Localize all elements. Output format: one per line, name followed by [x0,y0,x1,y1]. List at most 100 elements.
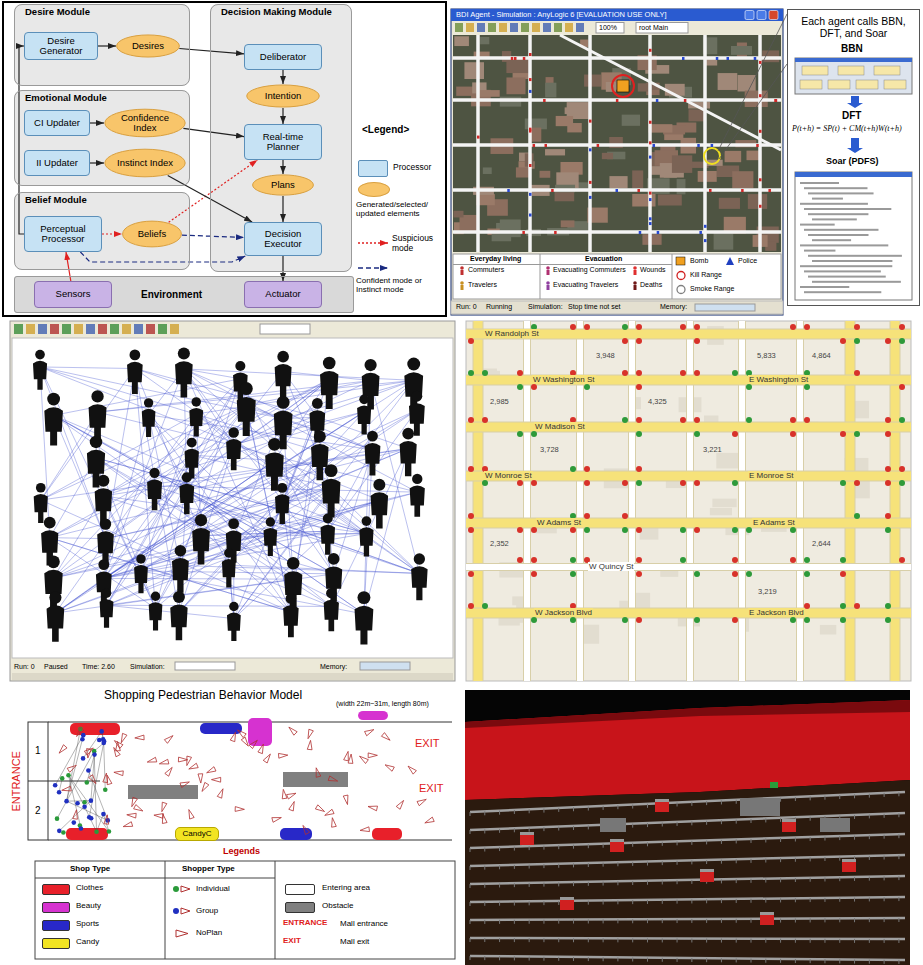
sensor-dot [790,617,796,623]
shelf-post [573,826,574,830]
memory-bar [360,662,410,670]
node-text: Plans [271,180,295,190]
code-line [808,276,886,278]
person-head [195,514,207,526]
link [179,380,414,612]
link [234,380,414,618]
leader-line [718,14,787,151]
street [466,608,911,619]
shelf-post [632,938,633,942]
sensor-dot [885,338,891,344]
window-button [757,11,766,20]
building [556,116,573,126]
shelf-post [647,862,648,866]
building [609,176,627,188]
person-body [192,528,210,565]
building [672,155,692,173]
canvas [12,338,453,658]
sensor-dot [790,431,796,437]
shelf [470,834,905,848]
road [453,98,781,102]
shelf-post [588,807,589,811]
shopper-triangle [162,802,167,811]
shelf-post [810,817,811,821]
sensor-dot [531,571,537,577]
element-ellipse: Beliefs [122,220,182,248]
shelf-post [603,957,604,961]
legend-text: Obstacle [322,901,354,910]
shelf-post [603,863,604,867]
agent-mark [709,189,712,192]
text-label: 3,219 [758,588,777,597]
agent-mark [711,144,714,147]
shopper-triangle [328,776,337,781]
shelf-post [721,820,722,824]
legend-swatch [42,902,70,913]
shelf-post [884,814,885,818]
shelf-post [780,898,781,902]
shelf-post [499,938,500,942]
shelf-post [529,828,530,832]
shopper-dot [71,820,76,825]
shelf-post [780,818,781,822]
legend-icon [176,930,188,937]
shelf-post [603,844,604,848]
toolbar-icon [499,23,507,32]
shelf-post [588,919,589,923]
legend-icon [546,266,550,270]
shelf-post [484,866,485,870]
map-ground [466,321,911,681]
person-body [400,441,417,476]
shopper-triangle [114,741,123,749]
sensor-dot [804,384,810,390]
sensor-dot [622,617,628,623]
building [714,233,734,250]
toolbar-icon [477,23,485,32]
shopper-dot [55,816,60,821]
legend-line-sample [358,267,388,269]
sensor-dot [570,324,576,330]
link [107,534,271,605]
text-label: 100% [599,24,617,32]
legend-icon [460,266,464,270]
person-body [325,566,342,601]
agent-mark [529,53,532,56]
shelf-post [765,899,766,903]
app-window [451,9,783,315]
node-text: Instinct Index [117,158,173,168]
shelf-post [588,957,589,961]
code-line [800,286,849,288]
sensor-dot [840,431,846,437]
shelf-post [839,959,840,963]
shelf-post [543,883,544,887]
shelf-post [706,821,707,825]
person-head [182,472,192,482]
satellite-map [453,35,781,252]
person-head [44,517,56,529]
person-head [178,347,190,359]
agent-mark [589,181,592,184]
shelf-post [677,958,678,962]
sensor-dot [804,571,810,577]
sensor-dot [531,527,537,533]
legend-swatch [42,920,70,931]
shelf-post [691,899,692,903]
code-line [804,208,891,210]
shelf-post [588,825,589,829]
shopper-triangle [237,730,246,738]
street-label: W Adams St [536,518,582,527]
sensor-dot [570,617,576,623]
shopper-dot [97,738,102,743]
sensor-dot [622,417,628,423]
link [141,410,417,571]
shelf-post [869,835,870,839]
shelf-post [632,957,633,961]
shopping-panel [28,711,455,959]
person-head [100,518,111,529]
link [103,379,329,496]
sensor-dot [636,324,642,330]
person-head [36,483,46,493]
shelf-post [854,939,855,943]
shelf-post [632,843,633,847]
shelf-post [514,901,515,905]
